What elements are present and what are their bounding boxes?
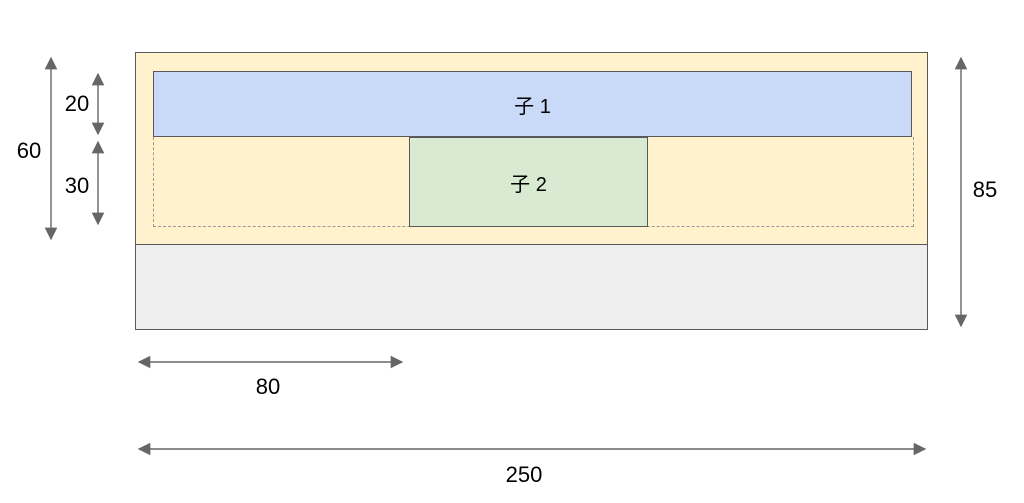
dim-label-total-height: 85 bbox=[972, 177, 998, 202]
dim-label-child1-height: 20 bbox=[64, 91, 90, 116]
dim-label-child2-offset: 80 bbox=[255, 374, 281, 399]
child1-label: 子 1 bbox=[514, 95, 551, 118]
child1-box: 子 1 bbox=[153, 71, 912, 137]
child2-box: 子 2 bbox=[409, 137, 648, 227]
bottom-area bbox=[136, 244, 927, 329]
dim-label-content-height: 60 bbox=[16, 138, 42, 163]
dim-label-total-width: 250 bbox=[505, 462, 543, 487]
dim-label-line2-height: 30 bbox=[64, 173, 90, 198]
child2-label: 子 2 bbox=[510, 173, 547, 196]
